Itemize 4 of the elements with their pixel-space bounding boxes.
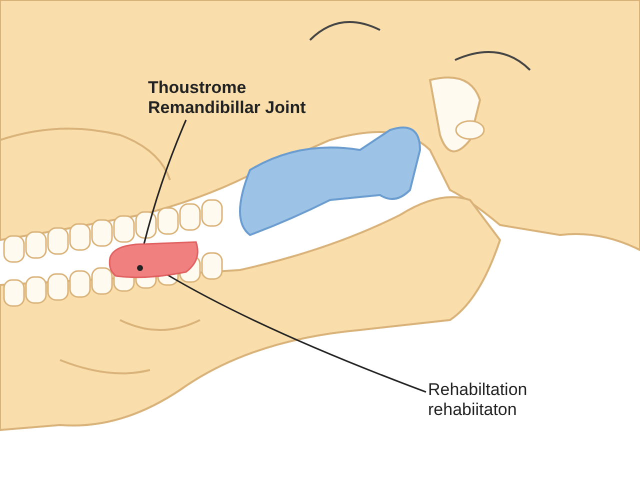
part-label: Thoustrome Remandibillar Joint [148,78,307,118]
part-label: Rehabiltation rehabiitaton [428,380,528,420]
leader-line [143,120,187,244]
leader-line [166,273,426,393]
